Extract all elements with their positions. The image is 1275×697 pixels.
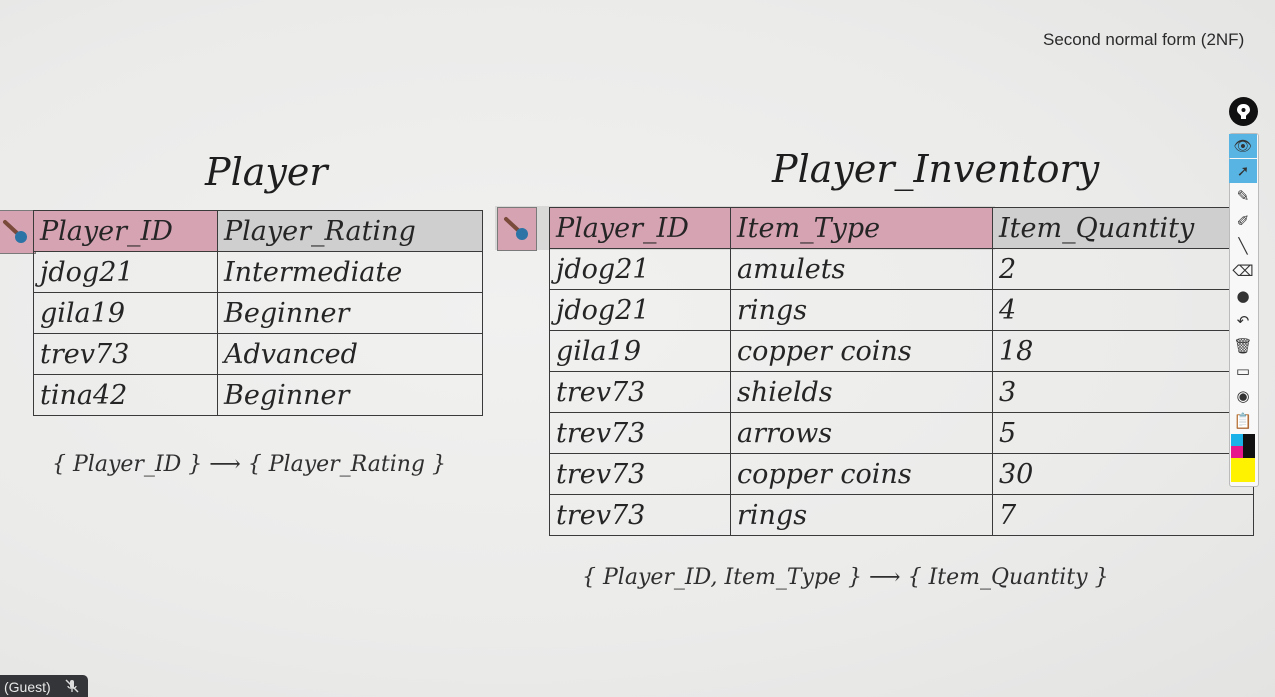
- camera-icon[interactable]: ◉: [1236, 387, 1250, 405]
- cell: amulets: [730, 248, 993, 290]
- cell: 3: [992, 371, 1254, 413]
- eraser-icon[interactable]: ⌫: [1232, 262, 1254, 280]
- trash-icon[interactable]: 🗑: [1233, 337, 1253, 355]
- highlighter-icon[interactable]: ✎: [1236, 187, 1250, 205]
- column-header-player-id: Player_ID: [549, 207, 731, 249]
- cell: Advanced: [217, 333, 483, 375]
- column-header-player-rating: Player_Rating: [217, 210, 483, 252]
- cell: rings: [730, 494, 993, 536]
- cell: copper coins: [730, 453, 993, 495]
- table-header-row: Player_ID Item_Type Item_Quantity: [549, 207, 1254, 249]
- functional-dependency: { Player_ID, Item_Type } ⟶ { Item_Quanti…: [582, 565, 1109, 590]
- functional-dependency: { Player_ID } ⟶ { Player_Rating }: [52, 452, 446, 477]
- cell: 2: [992, 248, 1254, 290]
- cell: 18: [992, 330, 1254, 372]
- clipboard-icon[interactable]: 📋: [1233, 412, 1253, 430]
- color-swatch-black[interactable]: [1243, 446, 1255, 458]
- cell: trev73: [549, 494, 731, 536]
- cell: trev73: [549, 453, 731, 495]
- marker-icon[interactable]: ✐: [1236, 212, 1250, 230]
- color-swatch-magenta[interactable]: [1231, 446, 1243, 458]
- cell: rings: [730, 289, 993, 331]
- cursor-icon[interactable]: ➚: [1229, 159, 1257, 183]
- inventory-table-title: Player_Inventory: [772, 147, 1100, 191]
- cell: trev73: [549, 412, 731, 454]
- primary-key-icon: [497, 207, 537, 251]
- inventory-table: Player_ID Item_Type Item_Quantity jdog21…: [549, 207, 1254, 536]
- table-header-row: Player_ID Player_Rating: [33, 210, 483, 252]
- cell: jdog21: [549, 248, 731, 290]
- cell: Beginner: [217, 292, 483, 334]
- column-header-player-id: Player_ID: [33, 210, 218, 252]
- color-swatch-cyan[interactable]: [1231, 434, 1243, 446]
- cell: copper coins: [730, 330, 993, 372]
- cell: 4: [992, 289, 1254, 331]
- color-swatch-yellow[interactable]: [1231, 458, 1255, 482]
- eye-icon[interactable]: 👁: [1229, 134, 1257, 158]
- cell: 7: [992, 494, 1254, 536]
- cell: Beginner: [217, 374, 483, 416]
- column-header-item-type: Item_Type: [730, 207, 993, 249]
- guest-indicator: (Guest): [0, 675, 88, 697]
- cell: 30: [992, 453, 1254, 495]
- page-title: Second normal form (2NF): [1043, 30, 1245, 49]
- cell: gila19: [33, 292, 218, 334]
- board-icon[interactable]: ▭: [1235, 362, 1251, 380]
- dot-icon[interactable]: ●: [1236, 287, 1250, 305]
- cell: gila19: [549, 330, 731, 372]
- annotation-toolbar: [1229, 133, 1259, 487]
- primary-key-icon: [0, 210, 36, 254]
- cell: shields: [730, 371, 993, 413]
- cell: trev73: [33, 333, 218, 375]
- cell: tina42: [33, 374, 218, 416]
- guest-label: (Guest): [4, 679, 51, 695]
- cell: trev73: [549, 371, 731, 413]
- undo-icon[interactable]: ↶: [1236, 312, 1250, 330]
- cell: Intermediate: [217, 251, 483, 293]
- player-table-title: Player: [205, 150, 328, 194]
- color-swatch-black[interactable]: [1243, 434, 1255, 446]
- mic-muted-icon: [65, 679, 79, 693]
- cell: 5: [992, 412, 1254, 454]
- cell: jdog21: [33, 251, 218, 293]
- column-header-item-quantity: Item_Quantity: [992, 207, 1254, 249]
- line-icon[interactable]: ╲: [1238, 237, 1248, 255]
- cell: jdog21: [549, 289, 731, 331]
- cell: arrows: [730, 412, 993, 454]
- annotation-pen-icon[interactable]: [1229, 97, 1258, 126]
